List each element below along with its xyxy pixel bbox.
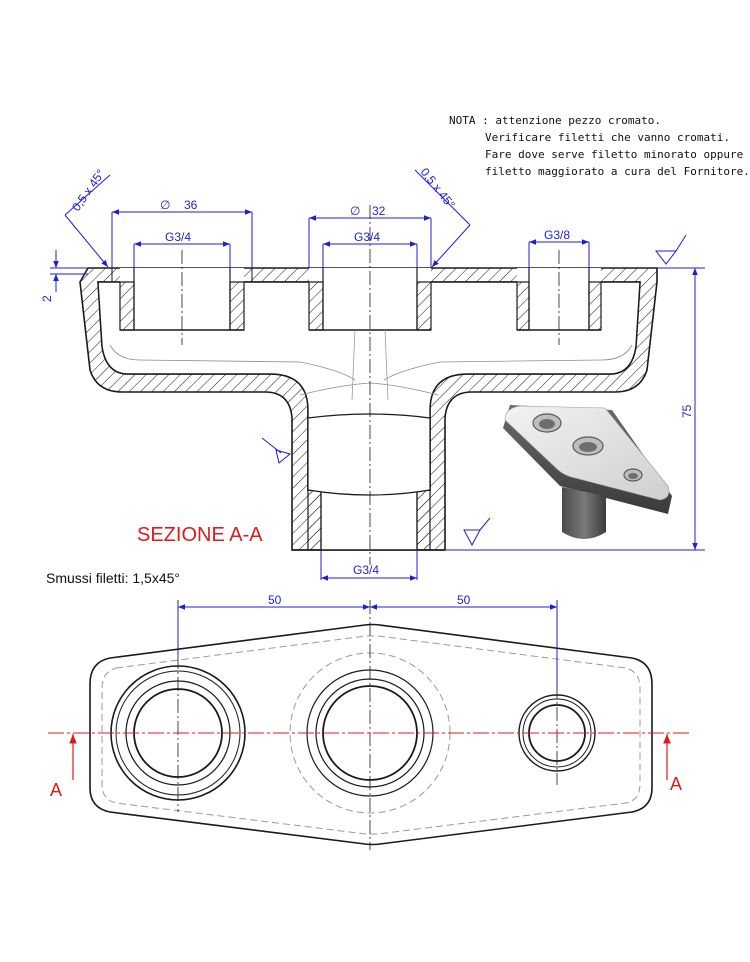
dia-left-value: 36	[184, 198, 198, 212]
plan-dimensions	[177, 600, 558, 690]
note-line-4: filetto maggiorato a cura del Fornitore.	[485, 165, 750, 178]
plan-dim-right-label: 50	[457, 593, 471, 607]
dia-center-symbol: ∅	[350, 204, 360, 218]
note-line-1: attenzione pezzo cromato.	[495, 114, 661, 127]
stem-bore	[292, 413, 445, 551]
plan-outline	[89, 623, 653, 846]
note-label: NOTA :	[449, 114, 489, 127]
dim-height-label: 75	[680, 404, 694, 418]
section-letter-left: A	[50, 780, 63, 800]
section-view: ∅ 36 G3/4 ∅ 32 G3/4 G3/8 G3/4 0,5 x 45° …	[40, 165, 705, 581]
section-title: SEZIONE A-A	[137, 524, 263, 546]
note-line-2: Verificare filetti che vanno cromati.	[485, 131, 731, 144]
plan-dim-texts: 50 50	[268, 593, 471, 607]
surface-finish-symbols	[261, 234, 687, 547]
section-centerlines	[181, 205, 560, 565]
thread-right-label: G3/8	[544, 228, 570, 242]
plan-inner-outline	[101, 635, 641, 835]
plan-centerlines	[177, 600, 558, 850]
section-line-a-a	[48, 732, 692, 780]
section-dimensions	[50, 169, 705, 581]
iso-stem	[562, 487, 606, 539]
chamfer-note: Smussi filetti: 1,5x45°	[46, 570, 180, 586]
dia-center-value: 32	[372, 204, 386, 218]
dia-left-symbol: ∅	[160, 198, 170, 212]
section-letter-right: A	[670, 774, 683, 794]
plan-dim-left-label: 50	[268, 593, 282, 607]
manufacturing-note: NOTA : attenzione pezzo cromato. Verific…	[449, 112, 750, 180]
plan-view: 50 50	[48, 593, 692, 850]
isometric-render	[503, 405, 672, 539]
note-line-3: Fare dove serve filetto minorato oppure	[485, 148, 744, 161]
thread-bottom-label: G3/4	[353, 563, 379, 577]
chamfer-left-label: 0,5 x 45°	[69, 167, 108, 214]
dim-top-label: 2	[40, 295, 54, 302]
thread-left-label: G3/4	[165, 230, 191, 244]
thread-center-label: G3/4	[354, 230, 380, 244]
